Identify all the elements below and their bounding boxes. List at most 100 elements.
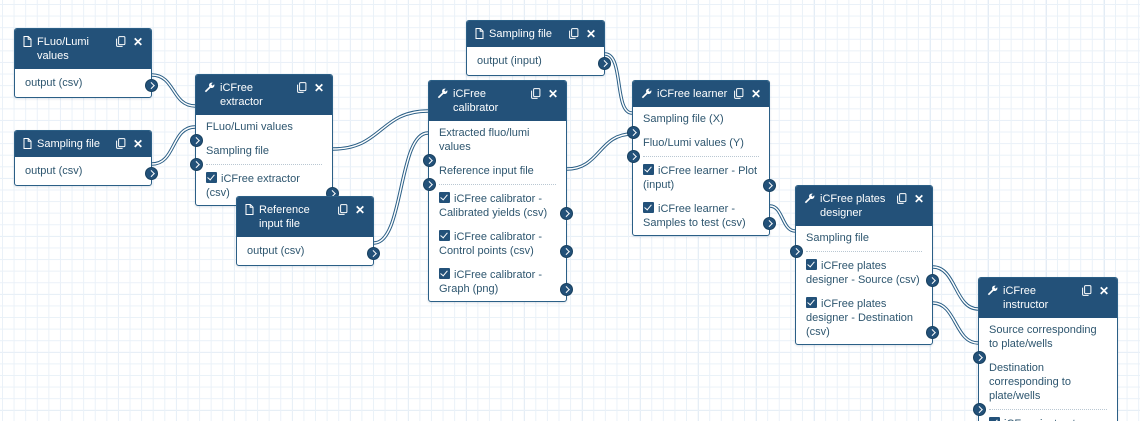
input-row[interactable]: FLuo/Lumi values [189,115,332,147]
input-row[interactable]: Sampling file (X) [626,107,769,139]
output-checkbox-row[interactable]: iCFree learner - Samples to test (csv) [633,197,776,235]
output-checkbox-row[interactable]: iCFree calibrator - Control points (csv) [429,225,573,263]
node-title: iCFree instructor [1003,285,1049,311]
close-icon[interactable]: ✕ [585,27,596,41]
output-checkbox-row[interactable]: iCFree instructor - Instructions (input) [979,412,1117,421]
wrench-icon [204,82,215,93]
node-header[interactable]: Sampling file✕ [15,131,151,157]
output-checkbox-row[interactable]: iCFree learner - Plot (input) [633,159,776,197]
checkbox-checked-icon[interactable] [806,259,817,270]
node-header[interactable]: iCFree extractor✕ [196,75,332,115]
input-row[interactable]: Extracted fluo/lumi values [422,121,566,167]
output-row[interactable]: output (csv) [15,157,158,185]
checkbox-checked-icon[interactable] [206,172,217,183]
node-header[interactable]: iCFree calibrator✕ [429,81,566,121]
close-icon[interactable]: ✕ [1098,284,1109,298]
duplicate-icon [569,28,579,39]
output-row[interactable]: output (csv) [15,69,158,97]
duplicate-icon[interactable] [297,82,307,93]
node-header[interactable]: FLuo/Lumi values✕ [15,29,151,69]
output-port[interactable] [925,326,939,339]
input-port[interactable] [626,150,640,163]
input-port[interactable] [626,126,640,139]
duplicate-icon [297,82,307,93]
input-port[interactable] [189,134,203,147]
node-icfree-calibrator[interactable]: iCFree calibrator✕Extracted fluo/lumi va… [422,80,573,302]
row-label: output (csv) [25,77,83,89]
close-icon[interactable]: ✕ [132,137,143,151]
row-label: output (csv) [247,245,305,257]
output-port[interactable] [144,79,158,92]
checkbox-checked-icon[interactable] [806,297,817,308]
node-body: output (csv) [15,69,158,97]
checkbox-checked-icon[interactable] [439,230,450,241]
input-row[interactable]: Destination corresponding to plate/wells [972,356,1117,416]
output-port[interactable] [762,217,776,230]
input-port[interactable] [972,351,986,364]
wrench-icon [641,88,652,99]
duplicate-icon[interactable] [116,36,126,47]
output-port[interactable] [366,247,380,260]
checkbox-checked-icon[interactable] [989,417,1000,421]
input-row[interactable]: Sampling file [189,139,332,171]
node-sampling-file-left[interactable]: Sampling file✕output (csv) [14,130,158,186]
node-header[interactable]: Sampling file✕ [467,21,604,47]
duplicate-icon[interactable] [897,193,907,204]
output-port[interactable] [559,245,573,258]
output-port[interactable] [762,179,776,192]
checkbox-checked-icon[interactable] [643,164,654,175]
checkbox-checked-icon[interactable] [643,202,654,213]
output-port[interactable] [144,167,158,180]
output-checkbox-row[interactable]: iCFree plates designer - Destination (cs… [796,292,939,344]
node-reference-input-file[interactable]: Reference input file✕ output (csv) [236,196,380,266]
input-port[interactable] [789,245,803,258]
checkbox-checked-icon[interactable] [439,192,450,203]
input-port[interactable] [422,178,436,191]
file-icon [23,138,32,149]
output-checkbox-row[interactable]: iCFree calibrator - Graph (png) [429,263,573,301]
checkbox-checked-icon[interactable] [439,268,450,279]
close-icon[interactable]: ✕ [547,87,558,101]
duplicate-icon[interactable] [116,138,126,149]
duplicate-icon[interactable] [531,88,541,99]
duplicate-icon [531,88,541,99]
output-port[interactable] [597,57,611,70]
close-icon[interactable]: ✕ [750,87,761,101]
duplicate-icon[interactable] [338,204,348,215]
wrench-icon [804,193,815,204]
duplicate-icon[interactable] [734,88,744,99]
node-sampling-file-top[interactable]: Sampling file✕output (input) [466,20,611,76]
row-label: iCFree extractor (csv) [206,173,300,199]
node-header[interactable]: iCFree plates designer✕ [796,186,932,226]
node-icfree-learner[interactable]: iCFree learner✕Sampling file (X)Fluo/Lum… [626,80,776,236]
node-header[interactable]: Reference input file✕ [237,197,373,237]
input-port[interactable] [972,403,986,416]
output-row[interactable]: output (csv) [237,237,380,265]
input-row[interactable]: Reference input file [422,159,566,191]
output-port[interactable] [925,274,939,287]
output-checkbox-row[interactable]: iCFree calibrator - Calibrated yields (c… [429,187,573,225]
input-port[interactable] [422,154,436,167]
duplicate-icon[interactable] [569,28,579,39]
wrench-icon [437,88,448,99]
close-icon[interactable]: ✕ [313,81,324,95]
node-icfree-instructor[interactable]: iCFree instructor ✕ Source corresponding t… [972,277,1118,421]
input-row[interactable]: Fluo/Lumi values (Y) [626,131,769,163]
close-icon[interactable]: ✕ [354,203,365,217]
duplicate-icon[interactable] [1082,285,1092,296]
node-fluo-lumi-values[interactable]: FLuo/Lumi values✕ output (csv) [14,28,158,98]
close-icon[interactable]: ✕ [132,35,143,49]
node-header[interactable]: iCFree instructor ✕ [979,278,1117,318]
output-port[interactable] [559,207,573,220]
output-checkbox-row[interactable]: iCFree plates designer - Source (csv) [796,254,939,292]
output-row[interactable]: output (input) [467,47,611,75]
node-header[interactable]: iCFree learner✕ [633,81,769,107]
input-row[interactable]: Sampling file [789,226,932,258]
output-port[interactable] [559,283,573,296]
input-port[interactable] [189,158,203,171]
close-icon[interactable]: ✕ [913,192,924,206]
input-row[interactable]: Source corresponding to plate/wells [972,318,1117,364]
